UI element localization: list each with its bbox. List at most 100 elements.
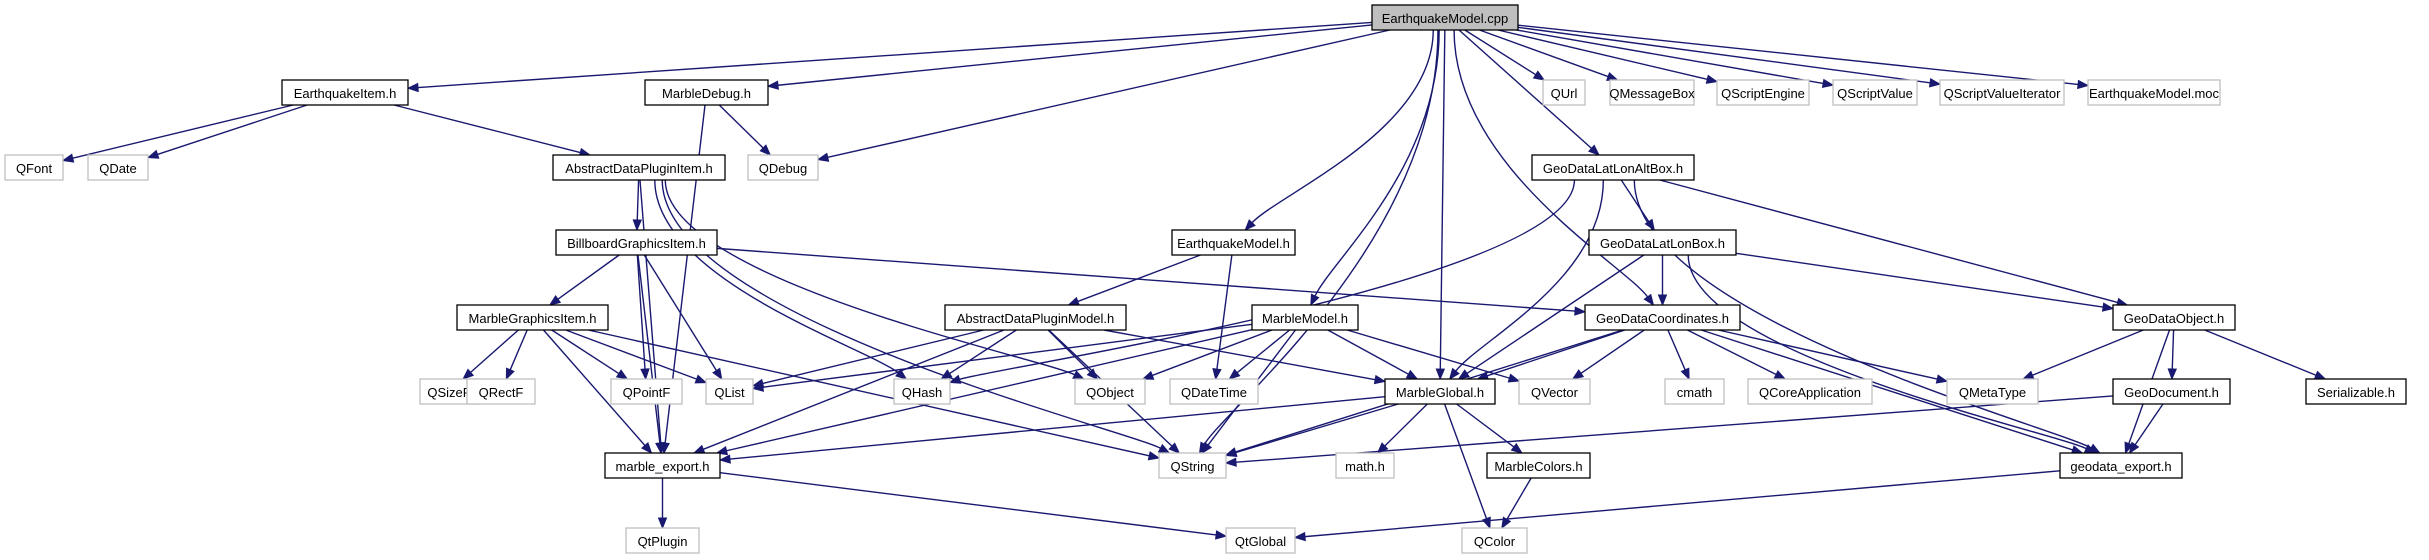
edge-line — [72, 104, 294, 159]
edge-earthquakemodelh-to-abstractdatapluginmodel — [1067, 254, 1201, 306]
edge-line — [157, 104, 308, 156]
edge-marblemodel-to-qvector — [1346, 329, 1521, 383]
node-box — [1384, 378, 1496, 405]
arrowhead-icon — [2101, 302, 2115, 312]
arrowhead-icon — [1373, 374, 1387, 385]
edge-line — [762, 323, 1253, 388]
node-billboardgraphicsitem[interactable]: BillboardGraphicsItem.h — [555, 229, 718, 256]
node-label: QtPlugin — [638, 534, 688, 549]
node-label: GeoDataObject.h — [2124, 311, 2224, 326]
node-label: QList — [714, 385, 745, 400]
edge-marblegraphicsitem-to-qpointf — [551, 329, 629, 380]
arrowhead-icon — [2077, 79, 2090, 90]
node-box — [1946, 378, 2039, 405]
edge-line — [1304, 470, 2061, 538]
arrowhead-icon — [1510, 442, 1523, 454]
node-cmath: cmath — [1664, 378, 1725, 405]
arrowhead-icon — [1067, 296, 1080, 306]
node-box — [1371, 4, 1519, 31]
arrowhead-icon — [548, 295, 562, 306]
arrowhead-icon — [694, 374, 708, 384]
edge-root-to-geodatalatlonaltbox — [1458, 29, 1601, 156]
node-marblecolors[interactable]: MarbleColors.h — [1486, 452, 1591, 479]
node-marblegraphicsitem[interactable]: MarbleGraphicsItem.h — [456, 304, 609, 331]
node-geodataobject[interactable]: GeoDataObject.h — [2112, 304, 2236, 331]
node-box — [2087, 79, 2221, 106]
node-geodataexport[interactable]: geodata_export.h — [2059, 452, 2183, 479]
node-abstractdatapluginmodel[interactable]: AbstractDataPluginModel.h — [944, 304, 1127, 331]
arrowhead-icon — [2128, 441, 2140, 455]
edge-line — [1506, 477, 1532, 520]
edge-marbledebug-to-qdebug — [718, 104, 772, 156]
arrowhead-icon — [1201, 441, 1213, 455]
node-qscriptvalue: QScriptValue — [1832, 79, 1918, 106]
edge-line — [470, 329, 519, 373]
node-box — [2305, 378, 2407, 405]
node-box — [610, 378, 683, 405]
node-qtplugin: QtPlugin — [625, 527, 700, 554]
arrowhead-icon — [2313, 370, 2327, 380]
edge-line — [726, 329, 1253, 452]
node-box — [1335, 452, 1395, 479]
edge-geodatacoordinates-to-geodataexport — [1701, 329, 2084, 455]
node-marbleglobal[interactable]: MarbleGlobal.h — [1384, 378, 1496, 405]
edge-marbleglobal-to-qcolor — [1443, 403, 1491, 530]
edge-marblemodel-to-qobject — [1141, 329, 1273, 380]
node-box — [1158, 452, 1227, 479]
node-label: QString — [1170, 459, 1214, 474]
edge-line — [2134, 403, 2164, 446]
node-geodocument[interactable]: GeoDocument.h — [2112, 378, 2231, 405]
edge-line — [1687, 254, 2087, 450]
node-qscriptvalueiterator: QScriptValueIterator — [1939, 79, 2065, 106]
arrowhead-icon — [712, 367, 723, 381]
node-qmetatype: QMetaType — [1946, 378, 2039, 405]
node-box — [1832, 79, 1918, 106]
arrowhead-icon — [751, 382, 765, 392]
edge-geodatalatlonbox-to-geodataobject — [1735, 252, 2115, 312]
node-marbledebug[interactable]: MarbleDebug.h — [644, 79, 769, 106]
edge-marblemodel-to-qlist — [751, 323, 1253, 392]
node-serializable[interactable]: Serializable.h — [2305, 378, 2407, 405]
edge-abstractdatapluginitem-to-marbleexport — [639, 179, 666, 455]
edge-line — [654, 179, 899, 374]
edge-line — [557, 254, 620, 300]
node-earthquakeitem[interactable]: EarthquakeItem.h — [281, 79, 409, 106]
edge-line — [1251, 29, 1434, 224]
arrowhead-icon — [718, 454, 731, 464]
edge-abstractdatapluginitem-to-qhash — [654, 179, 908, 380]
node-label: EarthquakeItem.h — [294, 86, 397, 101]
arrowhead-icon — [1435, 368, 1446, 381]
node-abstractdatapluginitem[interactable]: AbstractDataPluginItem.h — [552, 154, 726, 181]
node-label: MarbleColors.h — [1494, 459, 1582, 474]
edge-line — [1479, 29, 1609, 78]
node-label: EarthquakeModel.h — [1177, 236, 1290, 251]
arrowhead-icon — [1481, 516, 1491, 530]
node-root[interactable]: EarthquakeModel.cpp — [1371, 4, 1519, 31]
node-label: geodata_export.h — [2070, 459, 2171, 474]
edge-line — [777, 24, 1373, 86]
edge-marbleexport-to-qtplugin — [657, 478, 668, 530]
arrowhead-icon — [1705, 74, 1719, 84]
edge-line — [1455, 179, 1605, 372]
arrowhead-icon — [1588, 144, 1601, 156]
node-earthquakemodelh[interactable]: EarthquakeModel.h — [1171, 229, 1296, 256]
edge-line — [1458, 29, 1593, 149]
node-label: QMetaType — [1959, 385, 2026, 400]
node-marbleexport[interactable]: marble_export.h — [604, 452, 721, 479]
node-geodatacoordinates[interactable]: GeoDataCoordinates.h — [1584, 304, 1741, 331]
arrowhead-icon — [641, 441, 653, 455]
node-label: QDate — [99, 161, 137, 176]
edge-earthquakeitem-to-qdate — [146, 104, 308, 159]
node-box — [2112, 378, 2231, 405]
edge-line — [718, 104, 764, 149]
node-geodatalatlonaltbox[interactable]: GeoDataLatLonAltBox.h — [1531, 154, 1695, 181]
edge-line — [729, 396, 1386, 460]
edge-line — [827, 29, 1390, 159]
arrowhead-icon — [1448, 367, 1460, 381]
edge-line — [1620, 179, 1650, 223]
node-marblemodel[interactable]: MarbleModel.h — [1251, 304, 1359, 331]
node-box — [747, 154, 819, 181]
node-geodatalatlonbox[interactable]: GeoDataLatLonBox.h — [1588, 229, 1737, 256]
node-label: AbstractDataPluginModel.h — [957, 311, 1115, 326]
node-box — [1939, 79, 2065, 106]
